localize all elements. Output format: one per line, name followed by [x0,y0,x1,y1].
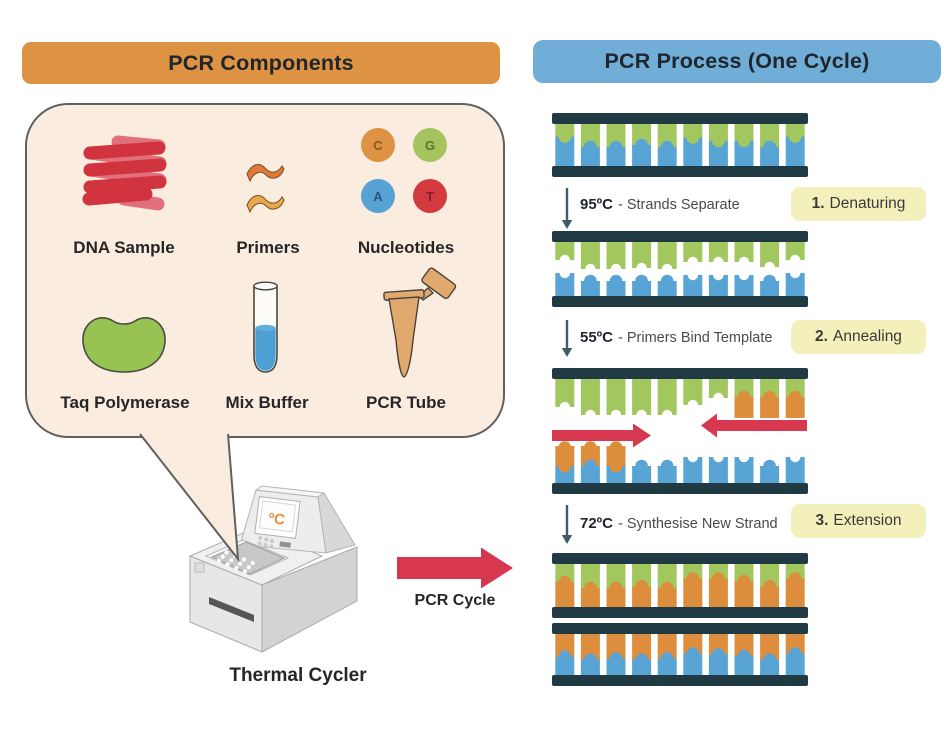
strand-primers-annealed [552,368,808,494]
step-temp: 55ºC [580,329,613,346]
console-screen-group: ºC [254,496,301,549]
taq-polymerase-icon [82,317,166,373]
nucleotides-icon: C G A T [361,128,447,213]
primers-icon [246,164,285,214]
components-header: PCR Components [22,42,500,84]
console-button [257,541,262,546]
nucleotide-t-letter: T [426,189,434,204]
label-pcr-cycle: PCR Cycle [414,592,496,609]
label-mix-buffer: Mix Buffer [225,393,309,412]
mix-buffer-icon [253,281,278,373]
primer-yellow [246,195,285,214]
label-primers: Primers [236,238,300,257]
nucleotide-a-letter: A [373,189,383,204]
pcr-tube-cap [421,267,457,300]
step-arrow-extension [561,505,573,544]
badge-annealing: 2. Annealing [791,320,926,354]
badge-number: 1. [811,195,825,212]
step-text-extension: 72ºC - Synthesise New Strand [580,515,778,532]
machine-vent [194,562,205,573]
arrowhead-icon [561,348,573,357]
label-dna-sample: DNA Sample [73,238,175,257]
pcr-cycle-arrow [397,547,513,589]
sample-wells [216,550,255,574]
nucleotide-g-circle [413,128,447,162]
thermal-cycler-illustration: ºC [188,485,358,653]
step-desc: - Strands Separate [618,197,740,213]
arrowhead-icon [561,220,573,229]
machine-slot [209,597,254,622]
screen [258,500,297,533]
strand-product-duplex-2 [552,623,808,686]
badge-number: 2. [815,328,828,345]
step-arrow-annealing [561,320,573,357]
test-tube-liquid [255,328,276,371]
dna-coil-icon [82,135,167,211]
strand-denatured [552,231,808,307]
pcr-process-strands [552,113,808,686]
step-text-denaturing: 95ºC - Strands Separate [580,196,740,213]
nucleotide-g-letter: G [425,138,435,153]
cycle-arrow-shaft [397,557,481,579]
strand-template-duplex [552,113,808,177]
step-text-annealing: 55ºC - Primers Bind Template [580,329,772,346]
console-button [263,542,268,547]
arrowhead-icon [561,535,573,544]
nucleotide-a-circle [361,179,395,213]
badge-label: Denaturing [829,195,906,212]
label-thermal-cycler: Thermal Cycler [229,665,367,686]
nucleotide-c-letter: C [373,138,383,153]
console-button [264,537,269,542]
label-pcr-tube: PCR Tube [366,393,446,412]
machine-right-face [261,546,358,653]
badge-extension: 3. Extension [791,504,926,538]
cycle-arrow-head [481,547,513,589]
primer-orange [246,164,285,183]
badge-denaturing: 1. Denaturing [791,187,926,221]
badge-label: Extension [833,512,902,529]
console-right [317,492,356,554]
badge-label: Annealing [832,328,902,345]
liquid-surface [255,324,276,332]
step-temp: 95ºC [580,196,613,213]
bubble-tail [139,433,240,563]
step-temp: 72ºC [580,515,613,532]
step-desc: - Synthesise New Strand [618,516,778,532]
pcr-tube-icon [383,267,457,378]
label-nucleotides: Nucleotides [357,238,455,257]
step-desc: - Primers Bind Template [618,330,773,346]
console-button [269,544,274,549]
console-button [270,539,275,544]
nucleotide-t-circle [413,179,447,213]
pcr-tube-body [388,296,420,378]
dna-coil-front [82,141,167,206]
label-taq-polymerase: Taq Polymerase [60,393,190,412]
nucleotide-c-circle [361,128,395,162]
screen-temp-text: ºC [268,510,286,529]
console-key [279,541,291,548]
console-button [258,536,263,541]
process-header: PCR Process (One Cycle) [533,40,941,83]
step-arrow-denaturing [561,188,573,229]
test-tube-rim [253,281,278,291]
badge-number: 3. [815,512,829,529]
strand-product-duplex-1 [552,553,808,618]
